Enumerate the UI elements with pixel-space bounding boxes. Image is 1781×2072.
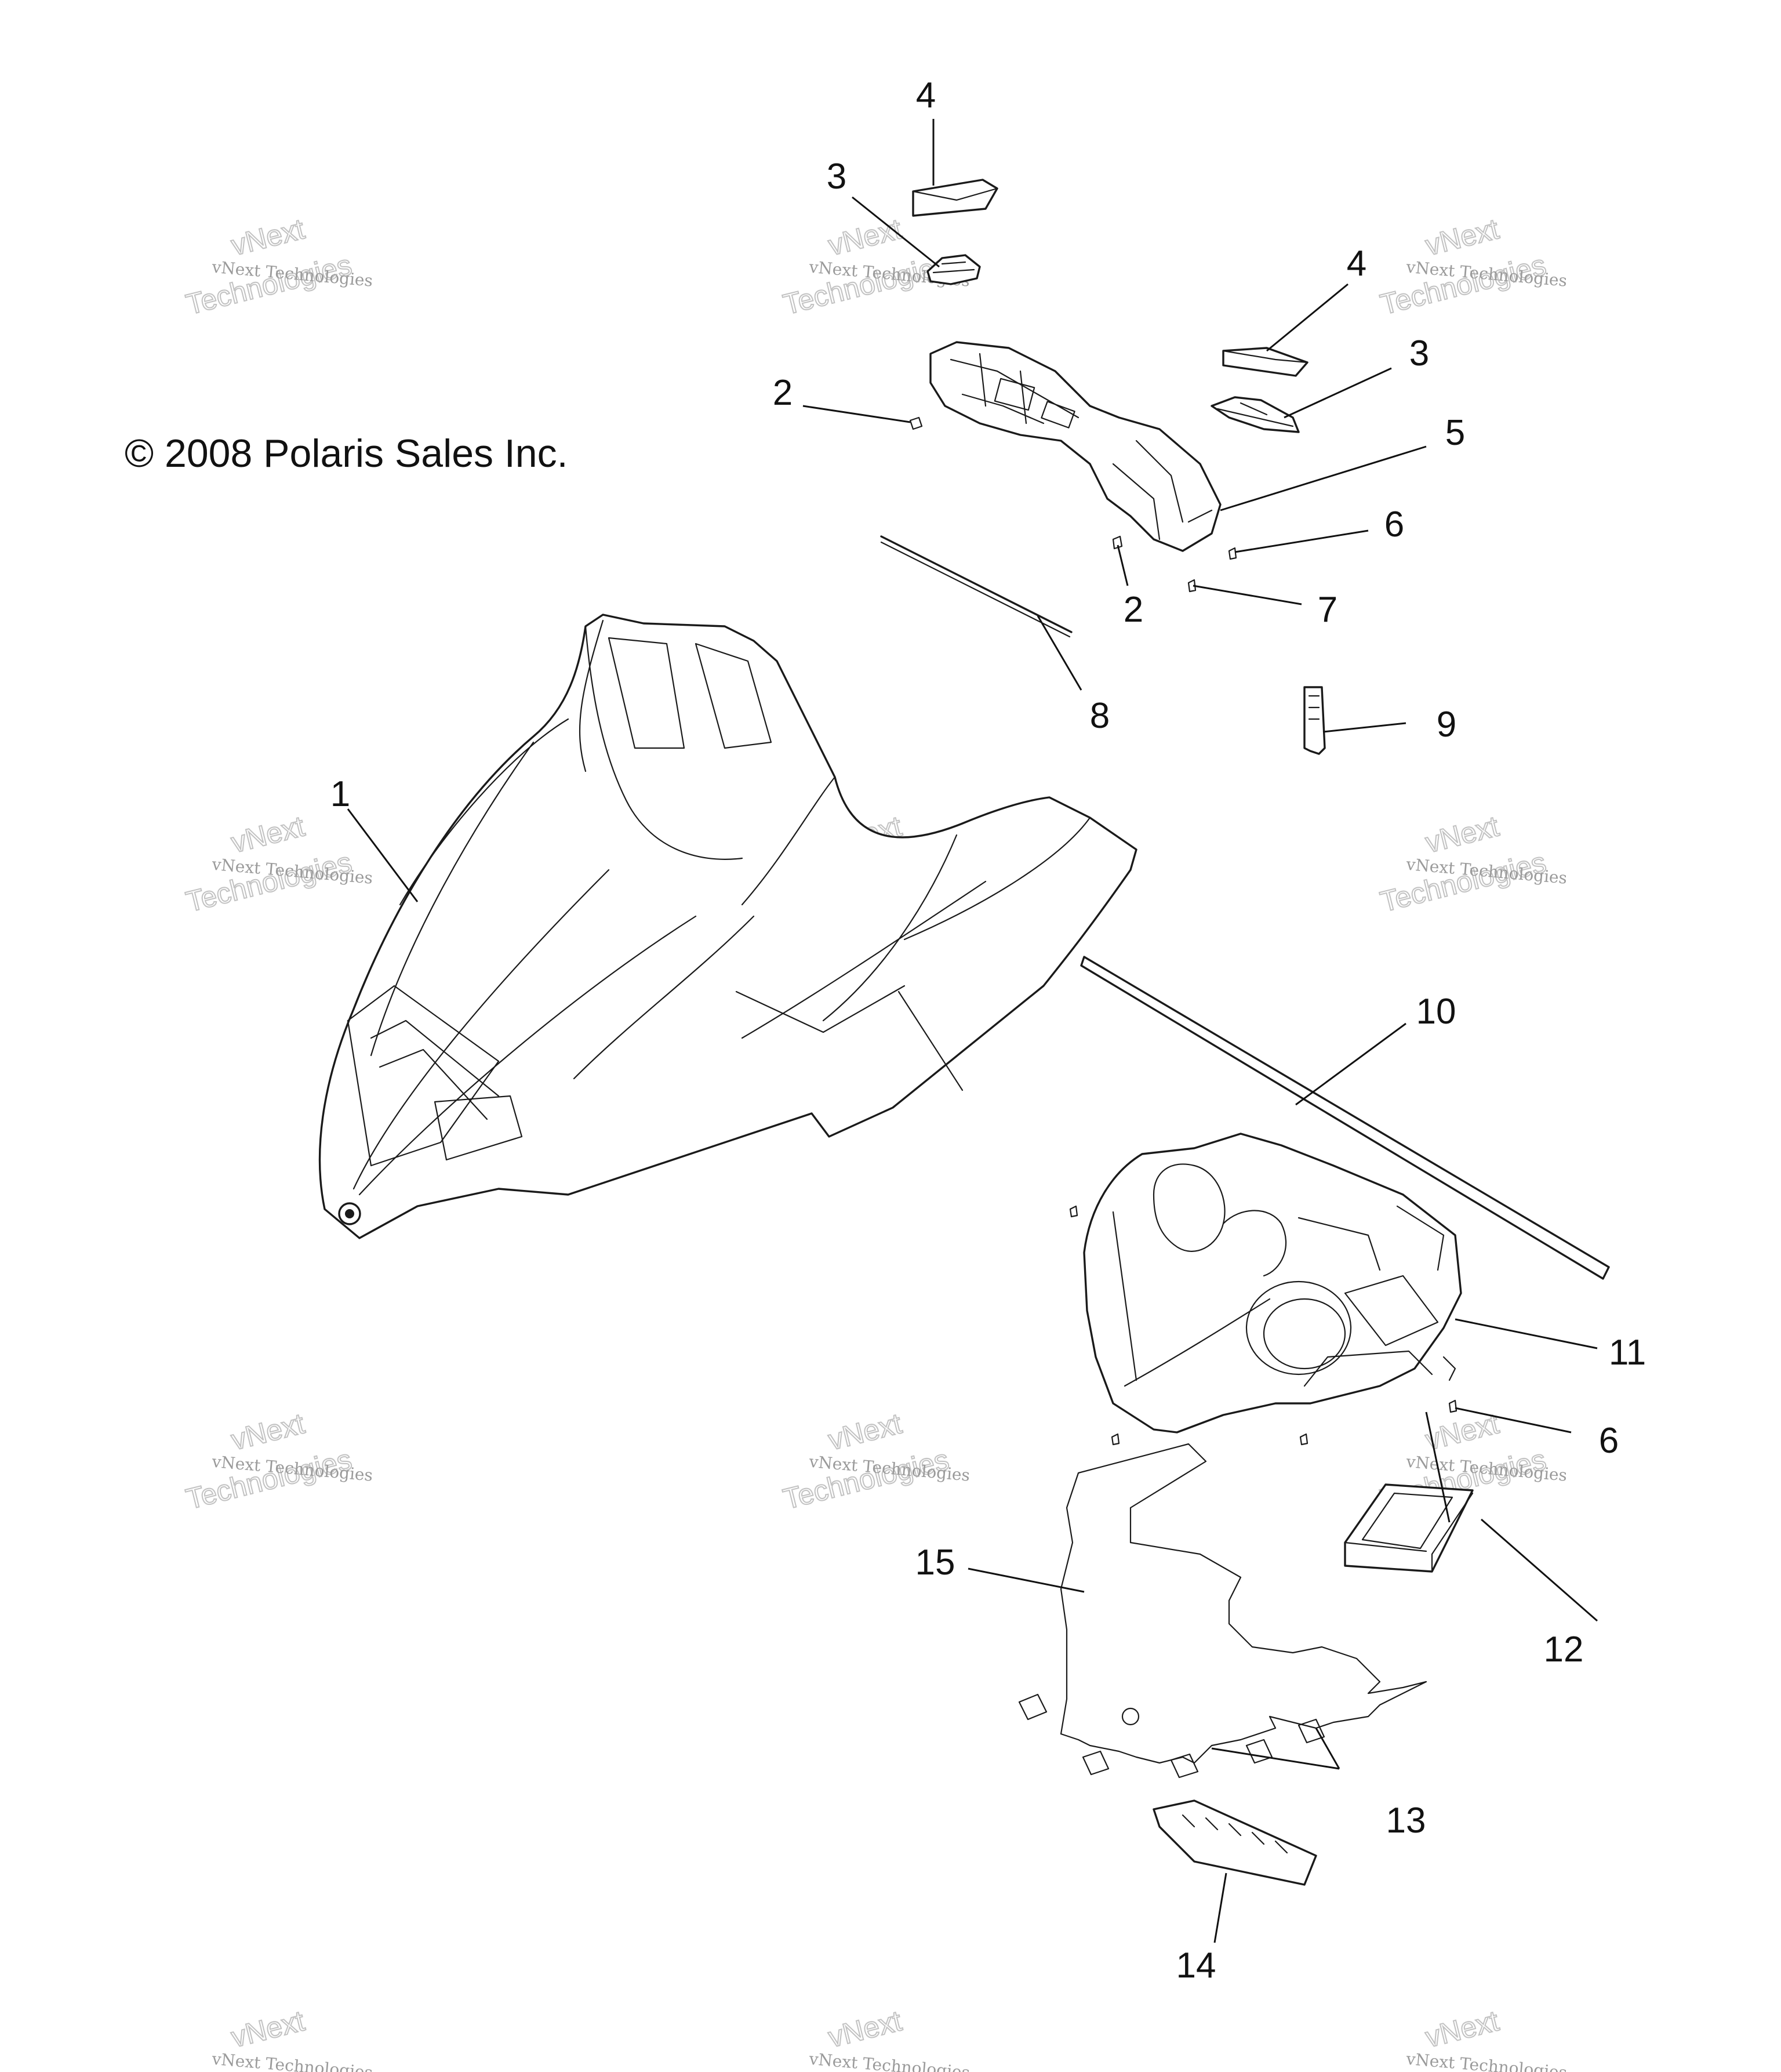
callout-10: 10 <box>1416 992 1456 1032</box>
part-10-strip <box>1080 956 1610 1280</box>
callout-3: 3 <box>1409 333 1429 373</box>
watermark-text: vNext <box>228 1407 308 1456</box>
watermark-text: vNext <box>1422 2004 1502 2053</box>
part-12-box <box>1344 1483 1474 1573</box>
part-11-console <box>1083 1133 1462 1434</box>
callout-2: 2 <box>1124 590 1143 630</box>
watermark-text: vNext Technologies <box>210 2049 373 2072</box>
callout-13: 13 <box>1386 1801 1426 1841</box>
part-13-pads <box>1018 1693 1325 1779</box>
callout-8: 8 <box>1090 696 1110 736</box>
watermark-text: vNext <box>825 212 905 262</box>
callout-4: 4 <box>916 75 936 115</box>
part-1-hood <box>318 614 1137 1239</box>
watermark-text: vNext <box>1422 212 1502 262</box>
leader-lines <box>347 119 1598 1943</box>
callout-9: 9 <box>1437 705 1456 745</box>
part-8-strip <box>880 535 1073 638</box>
callout-6: 6 <box>1384 505 1404 545</box>
watermark: vNext Technologies vNext Technologies <box>182 1406 373 1516</box>
part-4-pad-lower <box>1222 347 1309 377</box>
part-14-pad <box>1153 1799 1317 1886</box>
part-6-clip-upper <box>1228 547 1237 560</box>
watermark: vNext vNext Technologies <box>808 2004 971 2072</box>
watermark: vNext vNext Technologies <box>1405 2004 1568 2072</box>
callout-labels: 4 3 4 3 2 5 6 2 7 8 9 1 10 11 6 15 12 13… <box>330 75 1646 1986</box>
part-9-clip <box>1303 686 1326 755</box>
watermark-text: vNext <box>1422 810 1502 859</box>
watermark-text: vNext Technologies <box>808 2049 971 2072</box>
watermark-text: vNext <box>228 810 308 859</box>
watermark: vNext vNext Technologies <box>210 2004 373 2072</box>
watermark: vNext Technologies vNext Technologies <box>182 212 373 321</box>
fastener <box>1111 1433 1120 1446</box>
callout-14: 14 <box>1176 1946 1216 1986</box>
callout-6: 6 <box>1599 1421 1619 1461</box>
part-2-screw-lower <box>1112 535 1123 550</box>
watermark-text: vNext <box>825 1407 905 1456</box>
watermark-text: vNext <box>825 2004 905 2053</box>
copyright-text: © 2008 Polaris Sales Inc. <box>125 431 568 476</box>
part-6-clip-lower <box>1448 1399 1457 1413</box>
callout-1: 1 <box>330 774 350 814</box>
part-2-screw-upper <box>909 416 923 430</box>
callout-11: 11 <box>1609 1333 1646 1373</box>
callout-2: 2 <box>773 373 793 413</box>
part-3-bracket-lower <box>1211 396 1300 433</box>
callout-12: 12 <box>1544 1630 1584 1670</box>
watermark: vNext Technologies vNext Technologies <box>1376 212 1568 321</box>
watermark: vNext Technologies vNext Technologies <box>1376 809 1568 919</box>
part-5-dash-panel <box>929 341 1222 552</box>
callout-3: 3 <box>827 157 846 197</box>
part-7-clip <box>1187 579 1197 593</box>
watermark-text: vNext <box>228 2004 308 2053</box>
part-3-bracket-upper <box>926 254 981 285</box>
watermark-text: vNext Technologies <box>1405 2049 1568 2072</box>
fastener <box>1299 1433 1309 1446</box>
callout-5: 5 <box>1445 413 1465 453</box>
callout-7: 7 <box>1318 590 1337 630</box>
part-4-pad-upper <box>912 179 998 217</box>
callout-4: 4 <box>1347 244 1366 284</box>
watermark: vNext Technologies vNext Technologies <box>182 809 373 919</box>
watermark-text: vNext <box>228 212 308 262</box>
fasteners <box>909 416 1457 1446</box>
fastener <box>1069 1205 1078 1218</box>
callout-15: 15 <box>915 1543 955 1583</box>
watermark: vNext Technologies vNext Technologies <box>779 1406 971 1516</box>
part-15-underlay <box>1060 1443 1427 1764</box>
